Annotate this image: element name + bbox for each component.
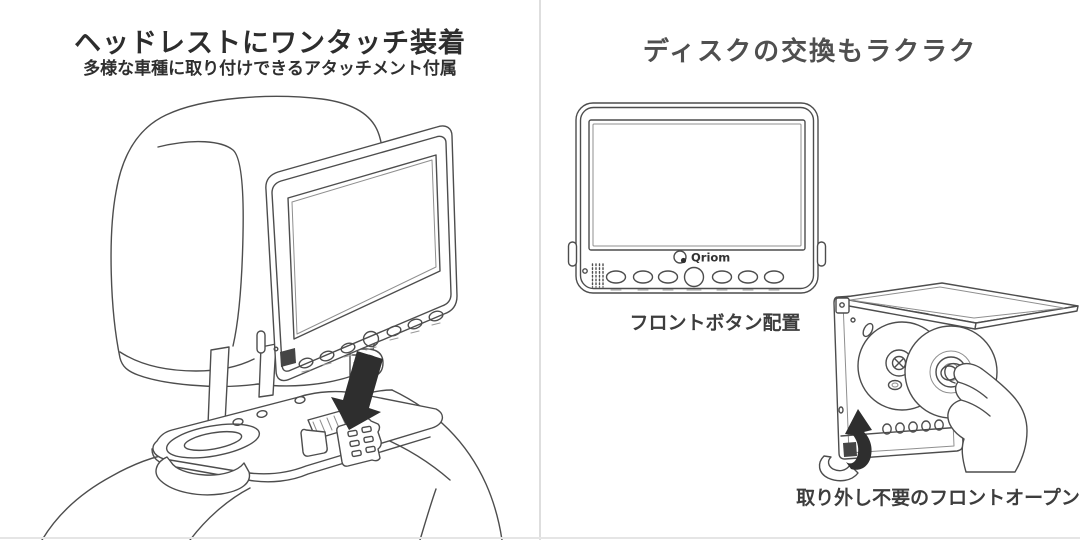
brand-text: Qriom (691, 251, 730, 265)
monitor-drawing (256, 125, 458, 382)
hand-drawing (944, 362, 1028, 473)
left-subtitle: 多様な車種に取り付けできるアタッチメント付属 (83, 59, 457, 79)
qriom-logo: Qriom (673, 250, 730, 265)
speaker-grille (280, 348, 296, 367)
front-view-illustration: Qriom (567, 102, 827, 294)
left-panel: ヘッドレストにワンタッチ装着 多様な車種に取り付けできるアタッチメント付属 (41, 28, 503, 540)
panel-divider (539, 0, 541, 540)
front-buttons (605, 266, 785, 291)
qriom-logo-mark-icon (673, 250, 687, 264)
headrest-attachment-illustration (41, 95, 503, 540)
down-arrow-icon (331, 351, 383, 430)
left-title: ヘッドレストにワンタッチ装着 (74, 28, 466, 59)
bottom-border (0, 537, 1080, 539)
monitor-screen (287, 154, 441, 340)
right-panel: ディスクの交換もラクラク Qriom (540, 0, 1080, 540)
front-screen (588, 119, 806, 251)
open-caption: 取り外し不要のフロントオープン (796, 487, 1080, 509)
disc-insert-illustration (818, 282, 1079, 482)
right-title: ディスクの交換もラクラク (642, 37, 978, 67)
speaker-grille-front (591, 263, 604, 288)
button-backs (882, 419, 944, 435)
laser-lens (887, 379, 903, 391)
open-arrow-icon (818, 409, 872, 482)
front-caption: フロントボタン配置 (629, 312, 801, 334)
mount-bracket-drawing (151, 390, 443, 496)
open-lid-drawing (835, 282, 1079, 330)
power-led (582, 268, 588, 274)
right-illustrations: Qriom (567, 102, 1079, 482)
